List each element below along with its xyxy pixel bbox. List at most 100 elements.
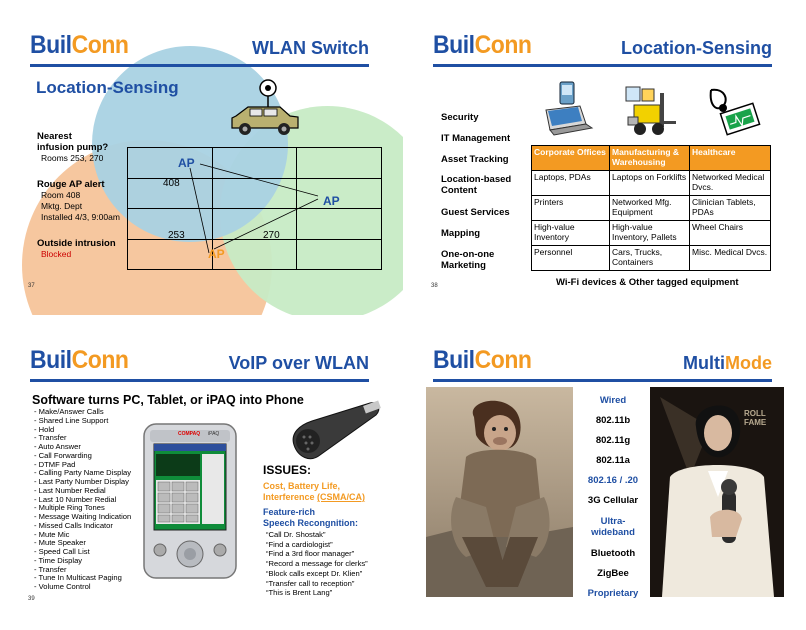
speech-command-list: “Call Dr. Shostak” “Find a cardiologist”… bbox=[266, 530, 368, 598]
list-item: - Missed Calls Indicator bbox=[34, 520, 113, 530]
tagged-equipment-table: Corporate Offices Manufacturing & Wareho… bbox=[531, 145, 771, 271]
list-item: “Record a message for clerks” bbox=[266, 559, 368, 569]
slide-heading: Location-Sensing bbox=[36, 78, 179, 97]
mode-wired: Wired bbox=[599, 395, 627, 406]
slide-heading: Software turns PC, Tablet, or iPAQ into … bbox=[32, 393, 304, 407]
table-row: Printers Networked Mfg. Equipment Clinic… bbox=[531, 195, 771, 221]
table-cell: Cars, Trucks, Containers bbox=[609, 245, 690, 271]
device-brand: COMPAQ bbox=[178, 431, 201, 437]
device-model: iPAQ bbox=[208, 431, 220, 437]
title-rule bbox=[30, 64, 369, 67]
list-item: - DTMF Pad bbox=[34, 459, 76, 469]
table-row: Laptops, PDAs Laptops on Forklifts Netwo… bbox=[531, 170, 771, 196]
list-item: “This is Brent Lang” bbox=[266, 588, 333, 598]
ap-marker-top: AP bbox=[178, 156, 195, 170]
table-cell: Networked Mfg. Equipment bbox=[609, 195, 690, 221]
slide-40-multimode: BuilConn MultiMode Wired 802.11b 802.11g… bbox=[403, 315, 806, 630]
table-cell: Laptops on Forklifts bbox=[609, 170, 690, 196]
page-number: 38 bbox=[431, 283, 438, 289]
table-header: Corporate Offices bbox=[531, 145, 610, 171]
medical-equipment-icon bbox=[709, 88, 761, 136]
table-cell: High-value Inventory bbox=[531, 220, 610, 246]
title-rule bbox=[433, 379, 772, 382]
list-item: - Last Party Number Display bbox=[34, 477, 129, 486]
list-item: “Find a 3rd floor manager” bbox=[266, 549, 355, 559]
table-header: Manufacturing & Warehousing bbox=[609, 145, 690, 171]
performer-photo: ROLL FAME bbox=[650, 387, 784, 597]
mode-proprietary: Proprietary bbox=[587, 588, 639, 599]
mode-80211a: 802.11a bbox=[596, 455, 630, 466]
list-item: - Calling Party Name Display bbox=[34, 468, 132, 478]
list-item: - Call Forwarding bbox=[34, 450, 92, 460]
list-item: “Call Dr. Shostak” bbox=[266, 530, 326, 539]
triangulation-lines bbox=[189, 163, 319, 254]
room-270-label: 270 bbox=[263, 230, 280, 241]
usb-handset-icon bbox=[292, 400, 381, 460]
performer-photo-art bbox=[650, 387, 784, 597]
slide-39-voip-over-wlan: BuilConn VoIP over WLAN Software turns P… bbox=[0, 315, 403, 630]
ipaq-device: COMPAQ iPAQ bbox=[142, 422, 238, 580]
list-item: - Tune In Multicast Paging bbox=[34, 573, 122, 583]
mode-80216: 802.16 / .20 bbox=[587, 475, 639, 486]
floor-plan-grid bbox=[127, 147, 382, 270]
slide-title: WLAN Switch bbox=[252, 38, 369, 58]
list-item: - Last Number Redial bbox=[34, 485, 106, 495]
slide-title: VoIP over WLAN bbox=[228, 353, 369, 373]
table-cell: Clinician Tablets, PDAs bbox=[689, 195, 771, 221]
outside-intrusion-label: Outside intrusion Blocked bbox=[37, 238, 116, 259]
category-it-management: IT Management bbox=[441, 133, 511, 144]
mode-zigbee: ZigBee bbox=[597, 568, 629, 579]
category-guest-services: Guest Services bbox=[441, 207, 510, 218]
table-header: Healthcare bbox=[689, 145, 771, 171]
list-item: - Speed Call List bbox=[34, 547, 90, 556]
list-item: - Make/Answer Calls bbox=[34, 407, 104, 416]
issues-heading: ISSUES: bbox=[263, 463, 312, 477]
mode-bluetooth: Bluetooth bbox=[590, 548, 636, 559]
builconn-logo: BuilConn bbox=[433, 346, 532, 374]
issues-feature: Feature-rich Speech Recongnition: bbox=[263, 507, 359, 528]
slide-title: MultiMode bbox=[683, 353, 772, 373]
mode-ultra: Ultra- bbox=[600, 516, 626, 527]
ap-marker-bottom: AP bbox=[208, 247, 225, 261]
list-item: - Multiple Ring Tones bbox=[34, 503, 105, 513]
category-marketing: Marketing bbox=[441, 260, 486, 271]
list-item: - Hold bbox=[34, 424, 55, 434]
builconn-logo: BuilConn bbox=[30, 31, 129, 59]
table-cell: Personnel bbox=[531, 245, 610, 271]
table-cell: Wheel Chairs bbox=[689, 220, 771, 246]
table-row: Personnel Cars, Trucks, Containers Misc.… bbox=[531, 245, 771, 271]
mode-wideband: wideband bbox=[591, 527, 635, 538]
hall-of-fame-text: ROLL FAME bbox=[744, 409, 767, 427]
list-item: - Time Display bbox=[34, 555, 83, 565]
ap-marker-right: AP bbox=[323, 194, 340, 208]
category-location-based: Location-based bbox=[441, 174, 512, 185]
table-row: High-value Inventory High-value Inventor… bbox=[531, 220, 771, 246]
table-cell: Misc. Medical Dvcs. bbox=[689, 245, 771, 271]
car-with-antenna-icon bbox=[231, 79, 299, 135]
title-rule bbox=[30, 379, 369, 382]
page-number: 37 bbox=[28, 283, 35, 289]
table-cell: Printers bbox=[531, 195, 610, 221]
list-item: - Transfer bbox=[34, 433, 67, 443]
table-header-row: Corporate Offices Manufacturing & Wareho… bbox=[531, 145, 771, 171]
ipaq-device-icon bbox=[143, 423, 237, 579]
title-rule bbox=[433, 64, 772, 67]
list-item: “Block calls except Dr. Klien” bbox=[266, 568, 363, 578]
builconn-logo: BuilConn bbox=[433, 31, 532, 59]
builconn-logo: BuilConn bbox=[30, 346, 129, 374]
category-security: Security bbox=[441, 112, 479, 123]
mode-3g: 3G Cellular bbox=[587, 495, 639, 506]
mode-80211g: 802.11g bbox=[595, 435, 631, 446]
crouching-figure-photo bbox=[426, 387, 573, 597]
laptop-pda-icon bbox=[545, 81, 594, 136]
table-cell: Laptops, PDAs bbox=[531, 170, 610, 196]
nearest-pump-label: Nearest infusion pump? Rooms 253, 270 bbox=[37, 131, 109, 163]
room-408-label: 408 bbox=[163, 178, 180, 189]
table-cell: High-value Inventory, Pallets bbox=[609, 220, 690, 246]
list-item: - Message Waiting Indication bbox=[34, 512, 132, 521]
csma-ca-link[interactable]: (CSMA/CA) bbox=[317, 492, 366, 502]
issues-cost: Cost, Battery Life, Interference (CSMA/C… bbox=[263, 481, 366, 502]
category-one-on-one: One-on-one bbox=[441, 249, 495, 260]
mode-80211b: 802.11b bbox=[595, 415, 631, 426]
list-item: - Transfer bbox=[34, 564, 67, 574]
